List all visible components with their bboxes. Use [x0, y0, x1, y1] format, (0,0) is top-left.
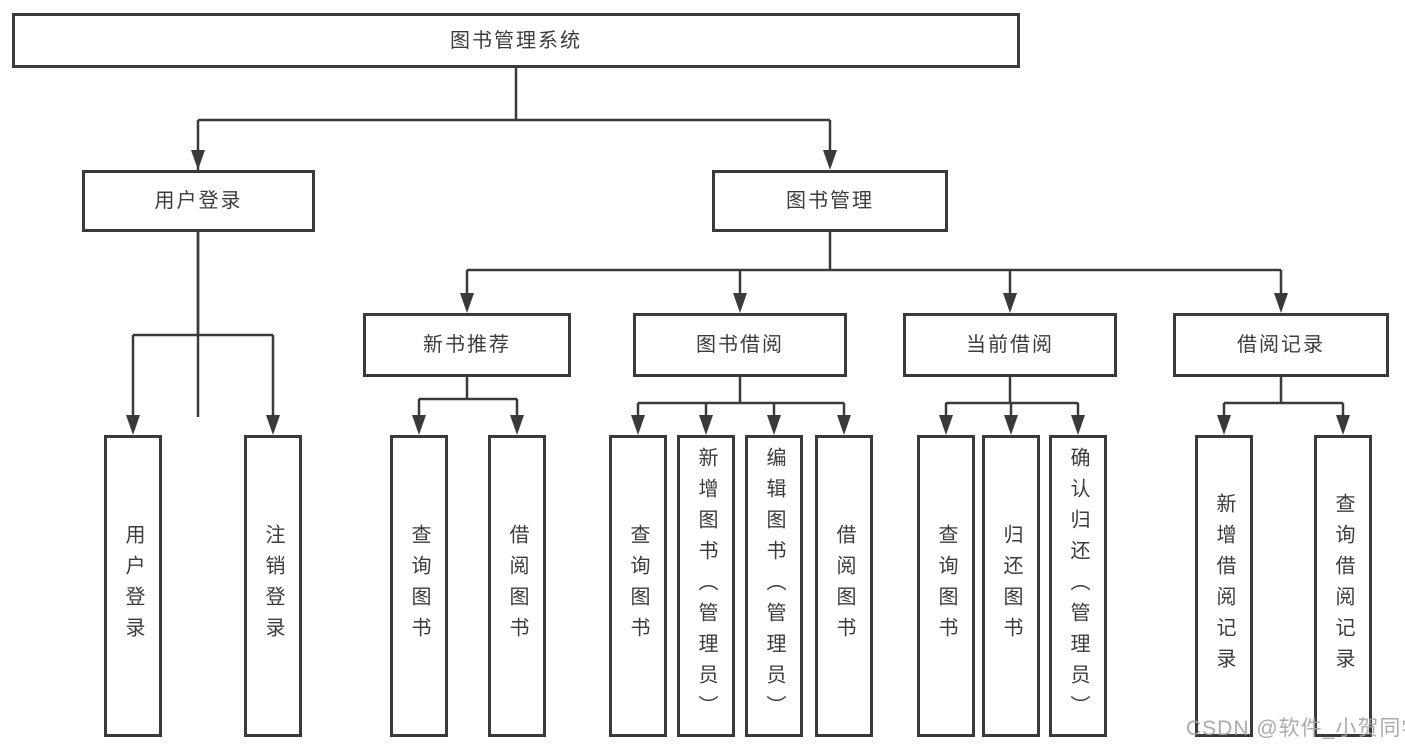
node-current-borrowing: 当前借阅: [903, 313, 1117, 377]
node-label: 图书管理: [786, 190, 874, 212]
node-label: 确认归还（管理员）: [1067, 446, 1089, 726]
arrow-icon: [460, 293, 474, 313]
leaf-bb-edit-book-admin: 编辑图书（管理员）: [745, 435, 803, 737]
arrow-icon: [1071, 415, 1085, 435]
node-label: 归还图书: [1000, 524, 1022, 648]
arrow-icon: [837, 415, 851, 435]
arrow-icon: [1217, 415, 1231, 435]
arrow-icon: [191, 150, 205, 170]
csdn-watermark: CSDN @软件_小贺同学: [1186, 717, 1405, 740]
arrow-icon: [1004, 415, 1018, 435]
arrow-icon: [510, 415, 524, 435]
arrowheads: [126, 150, 1350, 435]
leaf-br-add-record: 新增借阅记录: [1195, 435, 1253, 737]
arrow-icon: [266, 415, 280, 435]
node-label: 新增图书（管理员）: [695, 446, 717, 726]
node-label: 借阅图书: [506, 524, 528, 648]
node-user-login: 用户登录: [82, 170, 315, 232]
arrow-icon: [823, 150, 837, 170]
arrow-icon: [733, 293, 747, 313]
node-borrowing-records: 借阅记录: [1173, 313, 1389, 377]
arrow-icon: [1336, 415, 1350, 435]
arrow-icon: [631, 415, 645, 435]
node-label: 当前借阅: [966, 334, 1054, 356]
node-book-borrowing: 图书借阅: [633, 313, 847, 377]
node-label: 借阅记录: [1237, 334, 1325, 356]
arrow-icon: [412, 415, 426, 435]
node-label: 查询借阅记录: [1332, 493, 1354, 679]
node-label: 用户登录: [154, 190, 243, 212]
node-label: 图书借阅: [696, 334, 784, 356]
node-label: 借阅图书: [833, 524, 855, 648]
leaf-cb-confirm-return-admin: 确认归还（管理员）: [1049, 435, 1107, 737]
node-label: 注销登录: [262, 524, 284, 648]
edges-book-borrow: [636, 377, 846, 417]
node-label: 新增借阅记录: [1213, 493, 1235, 679]
arrow-icon: [699, 415, 713, 435]
node-new-book-recommend: 新书推荐: [363, 313, 571, 377]
leaf-cb-return-books: 归还图书: [982, 435, 1040, 737]
node-label: 查询图书: [408, 524, 430, 648]
node-label: 查询图书: [627, 524, 649, 648]
arrow-icon: [767, 415, 781, 435]
edges-borrow-records: [1222, 377, 1345, 417]
arrow-icon: [126, 415, 140, 435]
node-label: 查询图书: [935, 524, 957, 648]
arrow-icon: [1274, 293, 1288, 313]
edges-book-mgmt: [465, 232, 1283, 295]
node-label: 新书推荐: [423, 334, 511, 356]
node-label: 编辑图书（管理员）: [763, 446, 785, 726]
leaf-bb-borrow-books: 借阅图书: [815, 435, 873, 737]
leaf-bb-add-book-admin: 新增图书（管理员）: [677, 435, 735, 737]
node-label: 用户登录: [122, 524, 144, 648]
leaf-cb-query-books: 查询图书: [917, 435, 975, 737]
node-root-system: 图书管理系统: [12, 13, 1020, 68]
leaf-logout: 注销登录: [244, 435, 302, 737]
leaf-user-login: 用户登录: [104, 435, 162, 737]
edges-user-login: [131, 232, 275, 417]
arrow-icon: [939, 415, 953, 435]
node-book-management: 图书管理: [712, 170, 948, 232]
edges-current-borrow: [944, 377, 1080, 417]
leaf-nbr-query-books: 查询图书: [390, 435, 448, 737]
leaf-bb-query-books: 查询图书: [609, 435, 667, 737]
leaf-nbr-borrow-books: 借阅图书: [488, 435, 546, 737]
arrow-icon: [1003, 293, 1017, 313]
leaf-br-query-record: 查询借阅记录: [1314, 435, 1372, 737]
edges-new-book-rec: [417, 377, 519, 417]
node-label: 图书管理系统: [450, 29, 582, 52]
